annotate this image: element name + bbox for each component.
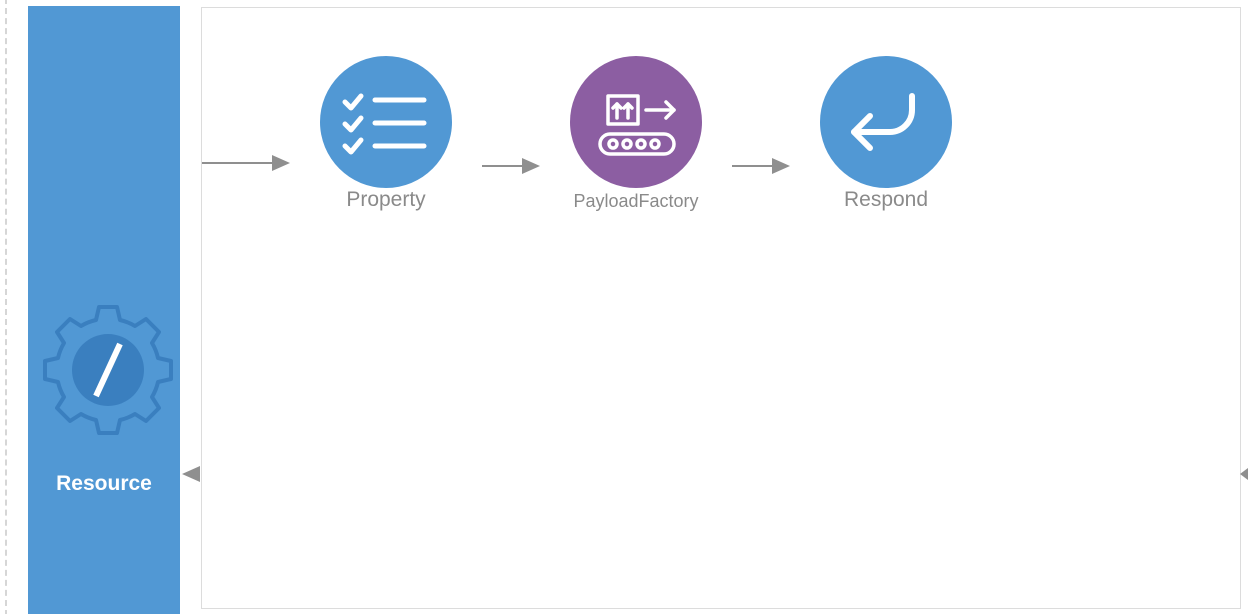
conveyor-box-icon bbox=[598, 94, 676, 156]
arrow-out-to-resource bbox=[182, 466, 200, 482]
arrow-payloadfactory-to-respond bbox=[732, 158, 790, 174]
resource-gear-icon bbox=[43, 305, 173, 435]
payloadfactory-label: PayloadFactory bbox=[573, 191, 699, 211]
respond-label: Respond bbox=[843, 188, 929, 211]
property-label: Property bbox=[346, 188, 426, 211]
arrow-resource-to-property bbox=[202, 155, 290, 171]
resource-label: Resource bbox=[56, 472, 152, 495]
resource-panel[interactable]: Resource bbox=[28, 6, 180, 614]
property-node[interactable] bbox=[320, 56, 452, 188]
checklist-icon bbox=[342, 93, 427, 155]
sequence-boundary-dashed bbox=[5, 0, 9, 614]
respond-node[interactable] bbox=[820, 56, 952, 188]
return-arrow-icon bbox=[851, 93, 915, 151]
payloadfactory-node[interactable] bbox=[570, 56, 702, 188]
arrow-out-right-edge bbox=[1240, 468, 1248, 480]
arrow-property-to-payloadfactory bbox=[482, 158, 540, 174]
